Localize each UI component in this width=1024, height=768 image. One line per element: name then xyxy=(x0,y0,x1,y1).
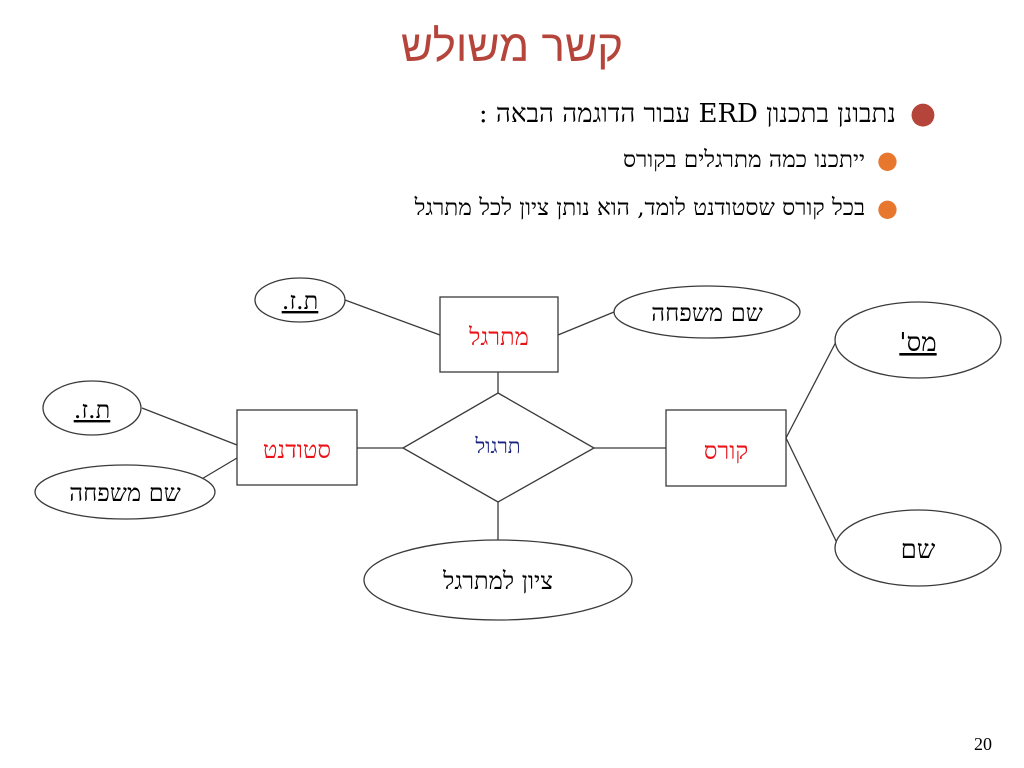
connector-line xyxy=(344,299,441,336)
attr-student-lastname xyxy=(34,464,216,520)
attr-course-name-label: שם xyxy=(901,535,936,565)
entity-course-box xyxy=(665,409,787,487)
bullet-sub-2: ● בכל קורס שסטודנט לומד, הוא נותן ציון ל… xyxy=(76,184,898,232)
connector-line xyxy=(785,437,839,546)
connector-line xyxy=(557,311,615,336)
connector-line xyxy=(141,407,238,446)
page-number: 20 xyxy=(974,734,992,754)
entity-tutor-label: מתרגל xyxy=(468,323,529,351)
entity-student-label: סטודנט xyxy=(263,436,331,464)
bullet-sub-1-text: ייתכנו כמה מתרגלים בקורס xyxy=(622,147,866,173)
bullet-dot-icon: ● xyxy=(877,194,898,222)
bullet-sub-2-text: בכל קורס שסטודנט לומד, הוא נותן ציון לכל… xyxy=(414,195,866,221)
attr-grade xyxy=(363,539,633,621)
attr-grade-label: ציון למתרגל xyxy=(442,567,553,595)
connector-line xyxy=(785,337,839,439)
attr-course-number xyxy=(834,301,1002,379)
connector-line xyxy=(199,457,238,481)
bullet-main-acronym: ERD xyxy=(698,99,758,129)
entity-student-box xyxy=(236,409,358,486)
bullet-list: ● נתבונן בתכנון ERD עבור הדוגמה הבאה : ●… xyxy=(76,92,936,232)
relationship-diamond xyxy=(401,392,596,503)
attr-student-lastname-label: שם משפחה xyxy=(69,479,180,507)
bullet-dot-icon: ● xyxy=(877,146,898,174)
bullet-main: ● נתבונן בתכנון ERD עבור הדוגמה הבאה : xyxy=(76,92,936,136)
attr-tutor-id-label: ת.ז. xyxy=(282,287,319,315)
attr-course-number-label: מס' xyxy=(899,328,936,358)
bullet-dot-icon: ● xyxy=(909,96,936,131)
attr-tutor-lastname xyxy=(613,285,801,339)
attr-student-id-label: ת.ז. xyxy=(74,396,111,424)
attr-tutor-lastname-label: שם משפחה xyxy=(651,299,762,327)
bullet-main-before: נתבונן בתכנון xyxy=(766,99,896,129)
attr-student-id xyxy=(42,380,142,436)
attr-course-name xyxy=(834,509,1002,587)
slide-title: קשר משולש xyxy=(400,22,624,71)
entity-course-label: קורס xyxy=(704,437,748,465)
attr-tutor-id xyxy=(254,277,346,323)
entity-tutor-box xyxy=(439,296,559,373)
bullet-main-after: עבור הדוגמה הבאה : xyxy=(478,99,691,129)
relationship-label: תרגול xyxy=(474,434,520,458)
bullet-sub-1: ● ייתכנו כמה מתרגלים בקורס xyxy=(76,136,898,184)
